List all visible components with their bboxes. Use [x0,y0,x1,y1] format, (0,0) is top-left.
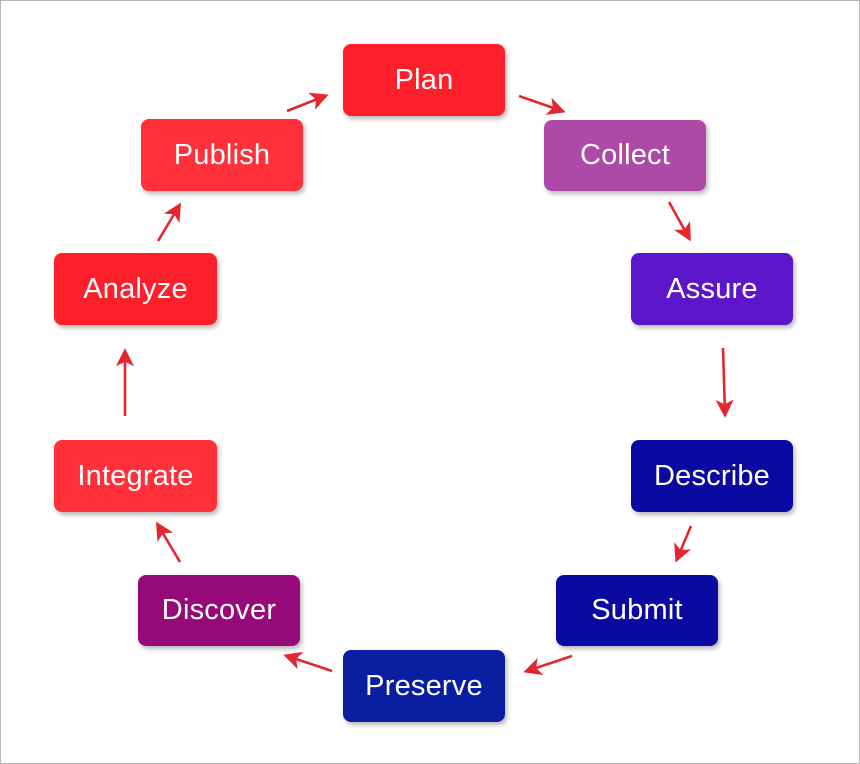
stage-submit: Submit [556,575,718,646]
arrow-collect-to-assure [667,201,691,242]
stage-label: Describe [653,459,771,492]
stage-label: Publish [173,138,271,171]
stage-label: Plan [394,63,454,96]
stage-analyze: Analyze [54,253,217,325]
stage-label: Preserve [365,669,483,702]
stage-plan: Plan [343,44,505,116]
arrow-assure-to-describe [715,347,734,418]
arrow-submit-to-preserve [523,654,573,676]
stage-label: Analyze [83,272,188,305]
stage-describe: Describe [631,440,793,512]
stage-label: Assure [666,272,758,305]
arrow-preserve-to-discover [283,651,333,673]
stage-publish: Publish [141,119,303,191]
stage-preserve: Preserve [343,650,505,722]
stage-collect: Collect [544,120,706,191]
arrow-plan-to-collect [518,94,566,115]
stage-assure: Assure [631,253,793,325]
stage-discover: Discover [138,575,300,646]
arrow-publish-to-plan [286,92,329,113]
stage-integrate: Integrate [54,440,217,512]
arrow-analyze-to-publish [156,202,182,242]
stage-label: Discover [161,594,277,626]
stage-label: Collect [579,139,671,171]
arrow-discover-to-integrate [156,521,182,563]
arrow-describe-to-submit [674,525,693,563]
stage-label: Integrate [77,459,194,492]
stage-label: Submit [591,594,683,626]
